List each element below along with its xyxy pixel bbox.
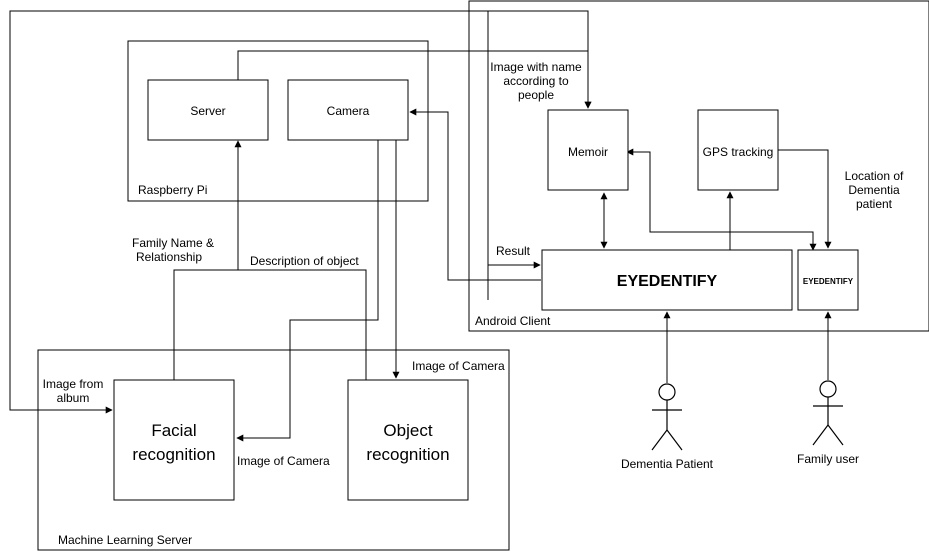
- label-result: Result: [496, 244, 531, 258]
- edges: [9, 10, 832, 442]
- facial-recognition-line1: Facial: [151, 421, 196, 440]
- eyedentify-family-label: EYEDENTIFY: [803, 277, 854, 286]
- label-image-with-name-3: people: [518, 88, 554, 102]
- object-recognition-node: Object recognition: [347, 379, 469, 501]
- label-image-of-camera-top: Image of Camera: [412, 359, 505, 373]
- dementia-patient-label: Dementia Patient: [621, 457, 714, 471]
- label-family-name-2: Relationship: [136, 250, 202, 264]
- android-client-group: Android Client: [468, 0, 929, 332]
- raspberry-pi-label: Raspberry Pi: [138, 183, 207, 197]
- label-image-of-camera-bottom: Image of Camera: [237, 454, 330, 468]
- eyedentify-node: EYEDENTIFY: [541, 249, 793, 311]
- edge-facial-to-server: [173, 140, 242, 380]
- android-client-label: Android Client: [475, 314, 551, 328]
- camera-node: Camera: [287, 79, 409, 141]
- edge-object-description: [238, 269, 367, 380]
- edge-gps-to-family-app: [777, 149, 832, 249]
- eyedentify-label: EYEDENTIFY: [617, 273, 718, 290]
- memoir-node: Memoir: [547, 109, 629, 191]
- edge-labels: Image with name according to people Loca…: [43, 60, 904, 468]
- ml-server-label: Machine Learning Server: [58, 533, 192, 547]
- edge-eyedentify-to-camera: [409, 108, 541, 281]
- server-node: Server: [147, 79, 269, 141]
- camera-label: Camera: [327, 104, 370, 118]
- edge-album-loop-top: [487, 10, 592, 300]
- edge-album-loop-left: [9, 10, 488, 414]
- label-image-from-album-1: Image from: [43, 377, 104, 391]
- facial-recognition-node: Facial recognition: [113, 379, 235, 501]
- ml-server-group: Machine Learning Server: [37, 349, 510, 551]
- facial-recognition-line2: recognition: [132, 445, 215, 464]
- memoir-label: Memoir: [568, 145, 608, 159]
- family-user-label: Family user: [797, 452, 859, 466]
- object-recognition-line1: Object: [383, 421, 432, 440]
- label-image-with-name-1: Image with name: [490, 60, 582, 74]
- label-description-of-object: Description of object: [250, 254, 359, 268]
- eyedentify-family-node: EYEDENTIFY: [797, 249, 859, 311]
- label-location-1: Location of: [845, 169, 904, 183]
- edge-family-app-to-memoir: [626, 148, 817, 251]
- label-family-name-1: Family Name &: [132, 236, 214, 250]
- server-label: Server: [190, 104, 225, 118]
- gps-tracking-label: GPS tracking: [703, 145, 774, 159]
- label-location-2: Dementia: [848, 183, 900, 197]
- family-user-actor: Family user: [797, 380, 859, 466]
- edge-result: [487, 210, 541, 269]
- label-image-from-album-2: album: [57, 391, 90, 405]
- object-recognition-line2: recognition: [366, 445, 449, 464]
- dementia-patient-actor: Dementia Patient: [621, 383, 714, 471]
- label-image-with-name-2: according to: [503, 74, 569, 88]
- raspberry-pi-group: Raspberry Pi: [127, 40, 429, 202]
- edge-camera-to-facial: [236, 140, 379, 442]
- label-location-3: patient: [856, 197, 893, 211]
- gps-tracking-node: GPS tracking: [697, 109, 779, 191]
